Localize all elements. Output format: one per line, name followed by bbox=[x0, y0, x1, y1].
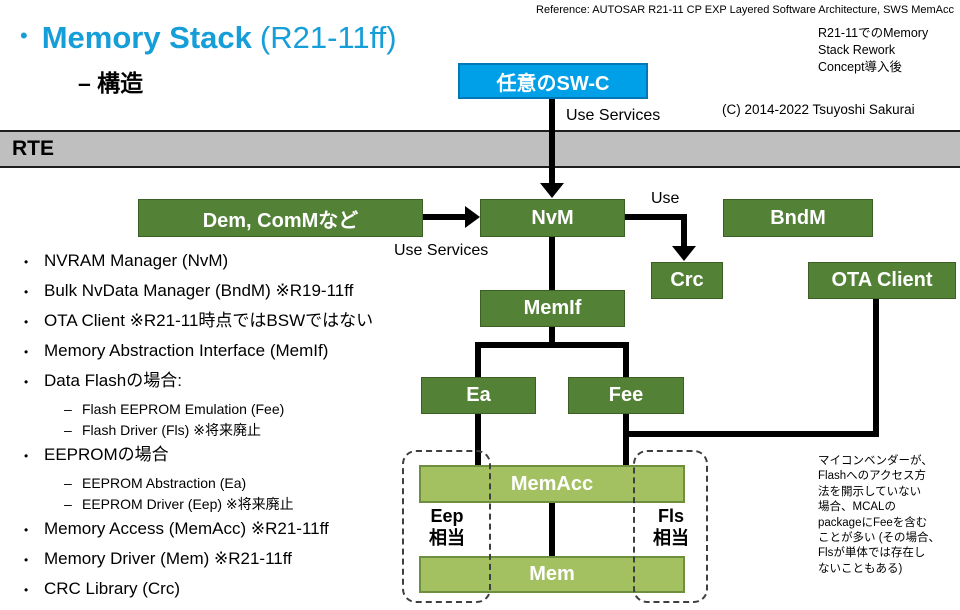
label-use-services-top: Use Services bbox=[566, 107, 661, 124]
dashed-region-eep bbox=[402, 450, 491, 603]
connector-nvm-crc-horizontal bbox=[625, 214, 687, 220]
list-subitem: –EEPROM Driver (Eep) ※将来廃止 bbox=[64, 495, 469, 513]
dash-marker: – bbox=[64, 422, 72, 438]
list-item-text: NVRAM Manager (NvM) bbox=[44, 251, 229, 270]
list-item-text: Flash Driver (Fls) ※将来廃止 bbox=[82, 422, 261, 438]
connector-memif-split bbox=[475, 342, 629, 348]
connector-memif-stem bbox=[549, 327, 555, 345]
box-bndm: BndM bbox=[723, 199, 873, 237]
list-subitem: –Flash EEPROM Emulation (Fee) bbox=[64, 400, 469, 418]
list-item-text: EEPROMの場合 bbox=[44, 445, 169, 464]
list-item-text: EEPROM Abstraction (Ea) bbox=[82, 475, 247, 491]
list-item-text: CRC Library (Crc) bbox=[44, 579, 180, 598]
page-title: • Memory Stack(R21-11ff) bbox=[20, 20, 397, 56]
bullet-marker: • bbox=[24, 345, 29, 359]
connector-swc-nvm bbox=[549, 99, 555, 184]
bullet-marker: • bbox=[24, 523, 29, 537]
list-item: • Bulk NvData Manager (BndM) ※R19-11ff bbox=[24, 280, 469, 303]
list-subitem: –EEPROM Abstraction (Ea) bbox=[64, 474, 469, 492]
list-subitem: –Flash Driver (Fls) ※将来廃止 bbox=[64, 421, 469, 439]
connector-ota-horizontal bbox=[623, 431, 879, 437]
component-list: • NVRAM Manager (NvM) • Bulk NvData Manage… bbox=[24, 250, 469, 608]
list-item: • EEPROMの場合 bbox=[24, 444, 469, 467]
list-item: • CRC Library (Crc) bbox=[24, 578, 469, 601]
box-mem: Mem bbox=[419, 556, 685, 593]
connector-ota-vertical bbox=[873, 298, 879, 437]
list-item: • Memory Abstraction Interface (MemIf) bbox=[24, 340, 469, 363]
connector-memacc-mem bbox=[549, 502, 555, 556]
bullet-marker: • bbox=[24, 583, 29, 597]
bullet-marker: • bbox=[24, 375, 29, 389]
box-nvm: NvM bbox=[480, 199, 625, 237]
connector-fee-memacc bbox=[623, 414, 629, 465]
dashed-region-fls bbox=[633, 450, 708, 603]
connector-ea-memacc bbox=[475, 414, 481, 465]
connector-dem-nvm bbox=[423, 214, 466, 220]
list-item: • Memory Access (MemAcc) ※R21-11ff bbox=[24, 518, 469, 541]
reference-text: Reference: AUTOSAR R21-11 CP EXP Layered… bbox=[536, 4, 954, 16]
box-ea: Ea bbox=[421, 377, 536, 414]
box-fee: Fee bbox=[568, 377, 684, 414]
label-use-services-left: Use Services bbox=[394, 242, 489, 259]
bullet-marker: • bbox=[24, 553, 29, 567]
vendor-note: マイコンベンダーが、 Flashへのアクセス方 法を開示していない 場合、MCA… bbox=[818, 455, 941, 575]
arrowhead-swc-nvm-icon bbox=[540, 183, 564, 198]
box-crc: Crc bbox=[651, 262, 723, 299]
dash-marker: – bbox=[64, 401, 72, 417]
title-suffix: (R21-11ff) bbox=[259, 20, 397, 55]
list-item-text: Data Flashの場合: bbox=[44, 371, 182, 390]
copyright-text: (C) 2014-2022 Tsuyoshi Sakurai bbox=[722, 102, 915, 117]
box-ota-client: OTA Client bbox=[808, 262, 956, 299]
list-item-text: Bulk NvData Manager (BndM) ※R19-11ff bbox=[44, 281, 354, 300]
label-fls-equivalent: Fls 相当 bbox=[653, 506, 689, 548]
list-item-text: EEPROM Driver (Eep) ※将来廃止 bbox=[82, 496, 294, 512]
list-item: • Memory Driver (Mem) ※R21-11ff bbox=[24, 548, 469, 571]
list-item-text: Memory Abstraction Interface (MemIf) bbox=[44, 341, 329, 360]
list-item-text: Memory Driver (Mem) ※R21-11ff bbox=[44, 549, 292, 568]
title-main: Memory Stack bbox=[41, 20, 252, 55]
connector-nvm-crc-vertical bbox=[681, 214, 687, 247]
list-item-text: Flash EEPROM Emulation (Fee) bbox=[82, 401, 285, 417]
box-dem-comm: Dem, ComMなど bbox=[138, 199, 423, 237]
dash-marker: – bbox=[64, 496, 72, 512]
bullet-marker: • bbox=[24, 315, 29, 329]
connector-nvm-memif bbox=[549, 237, 555, 290]
arrowhead-dem-nvm-icon bbox=[465, 206, 480, 228]
dash-marker: – bbox=[64, 475, 72, 491]
page-subtitle: – 構造 bbox=[78, 70, 144, 96]
label-eep-equivalent: Eep 相当 bbox=[429, 506, 465, 548]
rte-bar: RTE bbox=[0, 130, 960, 168]
connector-split-fee bbox=[623, 342, 629, 377]
rework-note: R21-11でのMemory Stack Rework Concept導入後 bbox=[818, 26, 929, 74]
label-use: Use bbox=[651, 190, 680, 207]
title-bullet: • bbox=[20, 23, 28, 48]
arrowhead-nvm-crc-icon bbox=[672, 246, 696, 261]
bullet-marker: • bbox=[24, 255, 29, 269]
box-swc: 任意のSW-C bbox=[458, 63, 648, 99]
list-item-text: Memory Access (MemAcc) ※R21-11ff bbox=[44, 519, 329, 538]
connector-split-ea bbox=[475, 342, 481, 377]
box-memif: MemIf bbox=[480, 290, 625, 327]
bullet-marker: • bbox=[24, 285, 29, 299]
list-item: • Data Flashの場合: bbox=[24, 370, 469, 393]
list-item: • NVRAM Manager (NvM) bbox=[24, 250, 469, 273]
list-item: • OTA Client ※R21-11時点ではBSWではない bbox=[24, 310, 469, 333]
box-memacc: MemAcc bbox=[419, 465, 685, 503]
rte-label: RTE bbox=[12, 137, 54, 160]
list-item-text: OTA Client ※R21-11時点ではBSWではない bbox=[44, 311, 374, 330]
bullet-marker: • bbox=[24, 449, 29, 463]
